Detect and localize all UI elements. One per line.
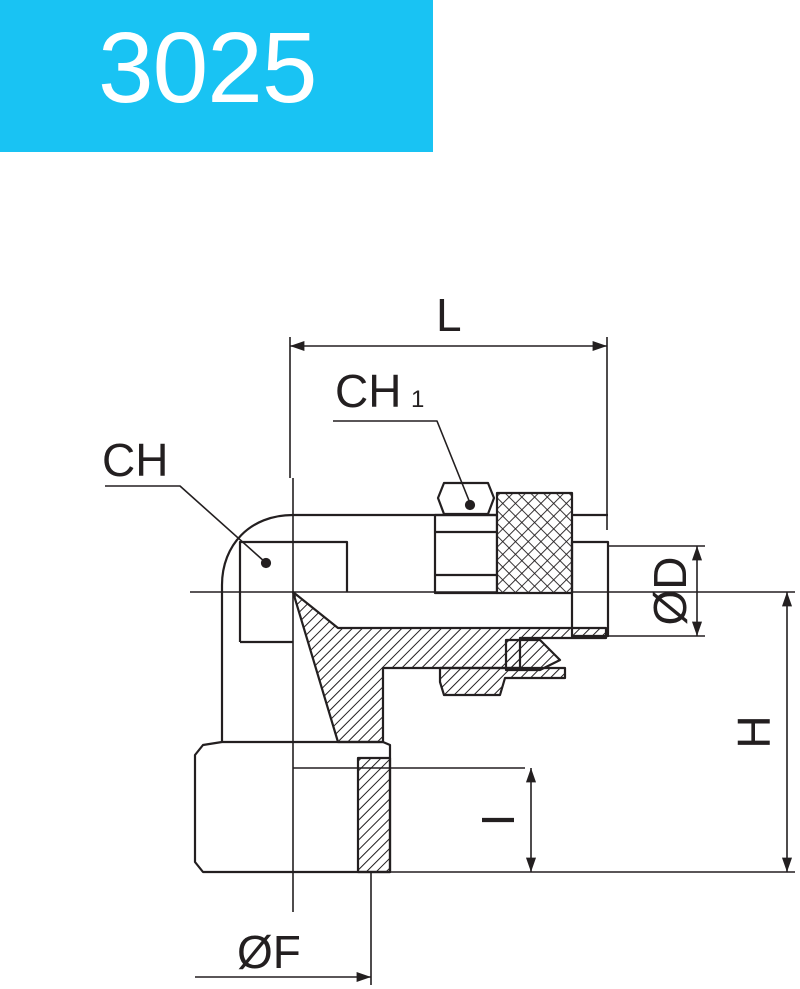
leader-ch1 bbox=[333, 420, 471, 504]
tube-stub bbox=[570, 540, 610, 638]
leader-ch bbox=[105, 485, 266, 563]
label-f: ØF bbox=[237, 926, 301, 978]
elbow-body bbox=[220, 513, 608, 742]
label-d: ØD bbox=[644, 557, 696, 626]
label-ch1: CH bbox=[335, 365, 401, 417]
model-number: 3025 bbox=[98, 12, 317, 124]
title-banner: 3025 bbox=[0, 0, 433, 152]
label-ch: CH bbox=[102, 434, 168, 486]
label-l: L bbox=[436, 289, 462, 341]
nut-section bbox=[438, 666, 567, 697]
hex-nut-ch1 bbox=[433, 513, 499, 595]
elbow-inner-pocket bbox=[238, 540, 349, 642]
label-ch1-subscript: 1 bbox=[411, 386, 424, 413]
knurled-sleeve bbox=[495, 491, 574, 595]
label-i: I bbox=[472, 814, 524, 827]
label-h: H bbox=[728, 715, 780, 748]
